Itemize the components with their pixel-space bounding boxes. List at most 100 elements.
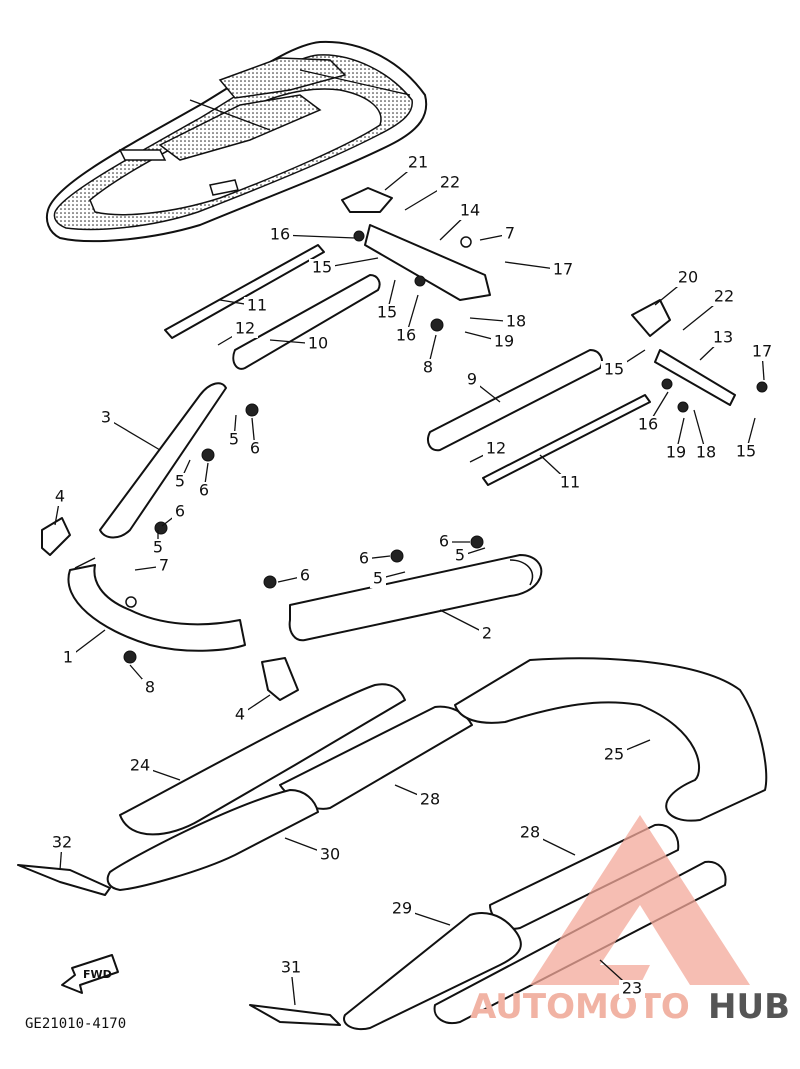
callout-c11b: 11 — [560, 473, 580, 492]
callout-c15c: 15 — [604, 360, 624, 379]
callout-bg-c25 — [601, 746, 627, 764]
callout-c12a: 12 — [235, 319, 255, 338]
callout-c21: 21 — [408, 153, 428, 172]
callout-c6a: 6 — [250, 439, 260, 458]
callout-c30: 30 — [320, 845, 340, 864]
fwd-label: FWD — [83, 968, 112, 981]
diagram-code: GE21010-4170 — [25, 1016, 126, 1032]
callout-c11a: 11 — [247, 296, 267, 315]
callout-bg-c24 — [127, 757, 153, 775]
callout-c25: 25 — [604, 745, 624, 764]
callout-c19a: 19 — [494, 332, 514, 351]
callout-bg-c15c — [601, 361, 627, 379]
callout-c15d: 15 — [736, 442, 756, 461]
callout-c31: 31 — [281, 958, 301, 977]
callout-c18a: 18 — [506, 312, 526, 331]
mat-29 — [343, 912, 522, 1031]
side-rail-9 — [427, 349, 603, 452]
callout-bg-c2 — [479, 625, 495, 643]
hardware — [123, 230, 768, 664]
fwd-arrow-icon: FWD — [61, 954, 119, 994]
callout-bg-c5a — [226, 431, 242, 449]
callout-bg-c16c — [635, 416, 661, 434]
callout-c14: 14 — [460, 201, 480, 220]
callout-c5a: 5 — [229, 430, 239, 449]
leader-line-c3 — [105, 417, 161, 451]
watermark-text-1: AUTOMOTO — [470, 987, 690, 1027]
callout-bg-c5b — [172, 473, 188, 491]
callout-bg-c6c — [172, 503, 188, 521]
callout-bg-c23 — [619, 980, 645, 998]
callout-bg-c6e — [356, 550, 372, 568]
callout-bg-c13 — [710, 329, 736, 347]
mat-24 — [119, 683, 406, 836]
callout-c9: 9 — [467, 370, 477, 389]
callout-c5d: 5 — [373, 569, 383, 588]
bracket-13 — [654, 349, 736, 406]
bracket-4a — [41, 517, 71, 556]
callout-c7a: 7 — [159, 556, 169, 575]
callout-c15b: 15 — [377, 303, 397, 322]
callout-bg-c28b — [517, 824, 543, 842]
callout-bg-c17b — [749, 343, 775, 361]
callout-c23: 23 — [622, 979, 642, 998]
callout-bg-c5e — [452, 547, 468, 565]
callout-c5e: 5 — [455, 546, 465, 565]
callout-bg-c3 — [98, 409, 114, 427]
callout-c28a: 28 — [420, 790, 440, 809]
callout-bg-c22b — [711, 288, 737, 306]
callout-c6b: 6 — [199, 481, 209, 500]
callout-c16c: 16 — [638, 415, 658, 434]
callout-bg-c22a — [437, 174, 463, 192]
callout-c6f: 6 — [439, 532, 449, 551]
callout-c8a: 8 — [145, 678, 155, 697]
callout-c6e: 6 — [359, 549, 369, 568]
callout-c5c: 5 — [153, 538, 163, 557]
strip-32 — [17, 864, 111, 896]
callout-c16a: 16 — [270, 225, 290, 244]
callout-bg-c5d — [370, 570, 386, 588]
callout-bg-c8a — [142, 679, 158, 697]
callout-bg-c6b — [196, 482, 212, 500]
mat-25 — [454, 657, 768, 822]
callout-bg-c18b — [693, 444, 719, 462]
watermark-text-2: HUB — [708, 987, 790, 1027]
bumper-rail-3 — [99, 382, 227, 539]
callout-bg-c20 — [675, 269, 701, 287]
callout-bg-c9 — [464, 371, 480, 389]
callout-bg-c5c — [150, 539, 166, 557]
callout-c3: 3 — [101, 408, 111, 427]
callout-bg-c30 — [317, 846, 343, 864]
callout-c20: 20 — [678, 268, 698, 287]
callout-bg-c11a — [244, 297, 270, 315]
callout-bg-c15a — [309, 259, 335, 277]
callout-bg-c14 — [457, 202, 483, 220]
callout-c5b: 5 — [175, 472, 185, 491]
callout-bg-c4a — [52, 488, 68, 506]
front-bumper-1 — [67, 557, 246, 652]
callout-bg-c7a — [156, 557, 172, 575]
callout-bg-c6f — [436, 533, 452, 551]
strip-11b — [482, 394, 651, 486]
callout-c19b: 19 — [666, 443, 686, 462]
callout-bg-c21 — [405, 154, 431, 172]
callout-bg-c12b — [483, 440, 509, 458]
callout-c6c: 6 — [175, 502, 185, 521]
callout-bg-c11b — [557, 474, 583, 492]
callout-c28b: 28 — [520, 823, 540, 842]
callout-bg-c1 — [60, 649, 76, 667]
callouts: 1234455555666666778891011111212131415151… — [49, 153, 775, 1006]
callout-bg-c16b — [393, 327, 419, 345]
callout-c13: 13 — [713, 328, 733, 347]
side-rail-2 — [288, 554, 543, 642]
callout-bg-c15b — [374, 304, 400, 322]
callout-c22b: 22 — [714, 287, 734, 306]
callout-c29: 29 — [392, 899, 412, 918]
callout-c32: 32 — [52, 833, 72, 852]
automotohub-logo-icon — [530, 815, 750, 985]
callout-c2: 2 — [482, 624, 492, 643]
callout-c8b: 8 — [423, 358, 433, 377]
callout-c10: 10 — [308, 334, 328, 353]
callout-bg-c17a — [550, 261, 576, 279]
